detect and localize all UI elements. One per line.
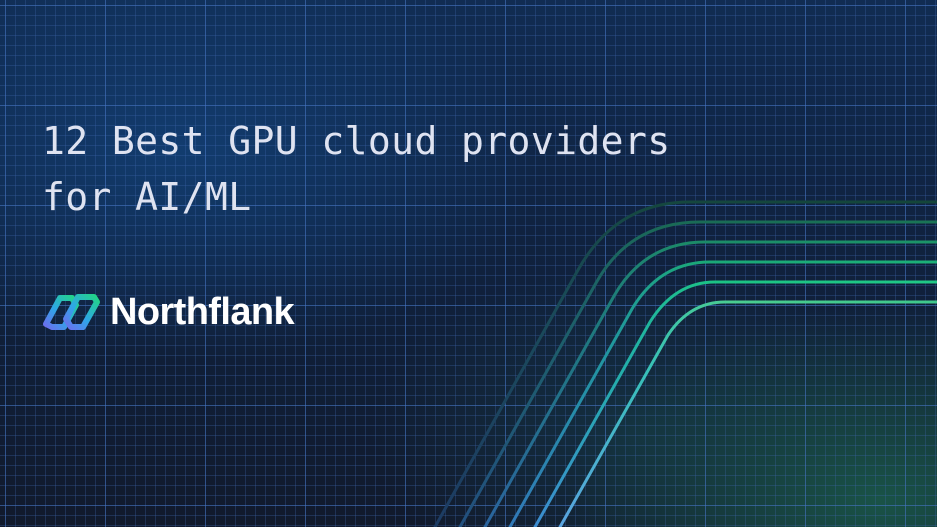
brand-lockup: Northflank (40, 290, 295, 334)
stripe-line-2 (458, 220, 937, 527)
stripe-line-1 (433, 200, 937, 527)
page-title: 12 Best GPU cloud providers for AI/ML (42, 113, 671, 225)
stripe-line-6 (558, 300, 937, 527)
title-line-1: 12 Best GPU cloud providers (42, 119, 671, 163)
stripe-line-4 (508, 260, 937, 527)
brand-name: Northflank (110, 291, 295, 333)
stripe-line-3 (483, 240, 937, 527)
stripe-line-5 (533, 280, 937, 527)
title-line-2: for AI/ML (42, 175, 252, 219)
northflank-logo-icon (43, 294, 100, 330)
